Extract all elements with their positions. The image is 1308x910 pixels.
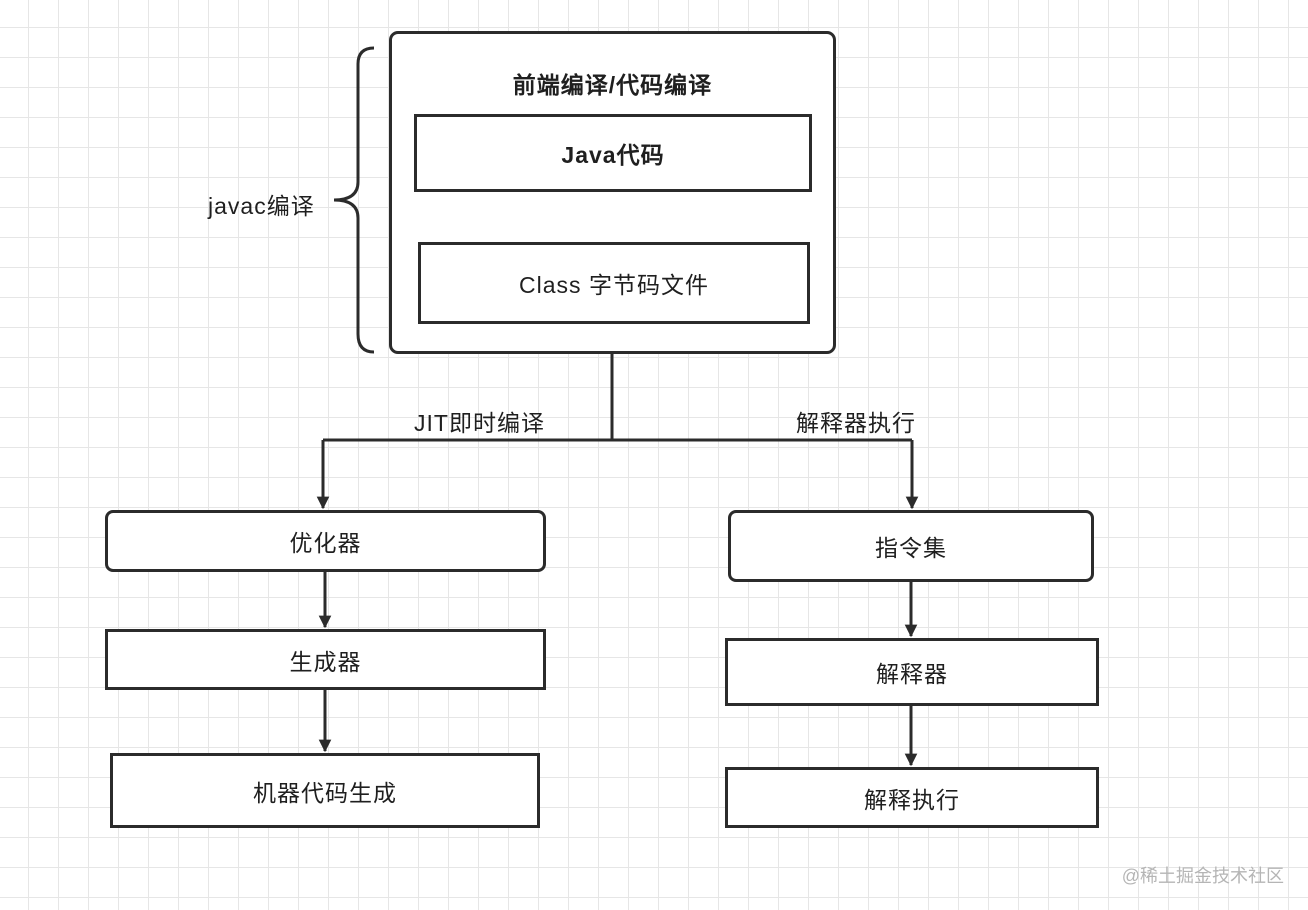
- javac-compile-label: javac编译: [208, 193, 315, 219]
- interpreter-box: 解释器: [725, 638, 1099, 706]
- class-file-box: Class 字节码文件: [418, 242, 810, 324]
- class-file-label: Class 字节码文件: [519, 272, 709, 298]
- watermark: @稀土掘金技术社区: [1121, 866, 1284, 886]
- machine-code-box: 机器代码生成: [110, 753, 540, 828]
- instruction-set-box: 指令集: [728, 510, 1094, 582]
- interpreter-execution-label: 解释器执行: [796, 410, 916, 436]
- execute-label: 解释执行: [864, 786, 960, 813]
- generator-box: 生成器: [105, 629, 546, 690]
- instruction-set-label: 指令集: [875, 535, 947, 561]
- optimizer-box: 优化器: [105, 510, 546, 572]
- java-code-box: Java代码: [414, 114, 812, 192]
- optimizer-label: 优化器: [289, 530, 362, 556]
- frontend-compile-title: 前端编译/代码编译: [512, 72, 713, 98]
- generator-label: 生成器: [289, 648, 362, 675]
- execute-box: 解释执行: [725, 767, 1099, 828]
- interpreter-label: 解释器: [876, 661, 948, 687]
- java-code-label: Java代码: [561, 142, 665, 168]
- javac-brace: [333, 46, 375, 354]
- jit-compile-label: JIT即时编译: [414, 410, 545, 436]
- machine-code-label: 机器代码生成: [253, 779, 397, 806]
